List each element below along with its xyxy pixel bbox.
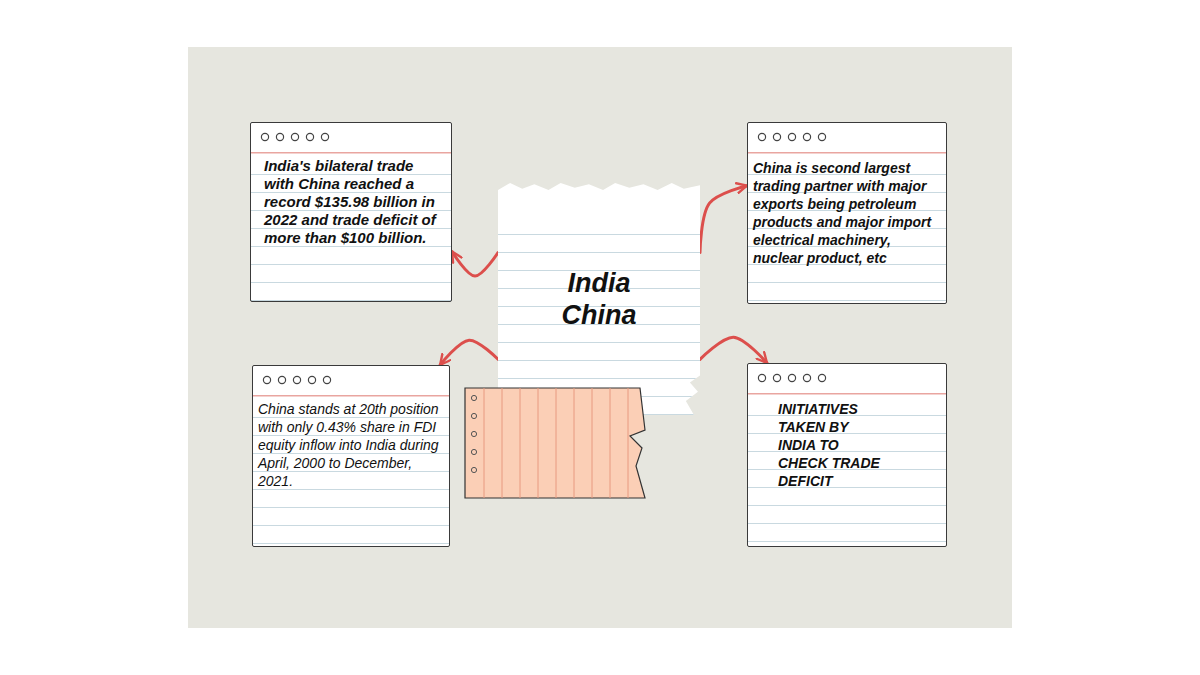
binder-hole xyxy=(293,376,300,383)
binder-hole xyxy=(323,376,330,383)
note-text: China is second largest trading partner … xyxy=(753,159,940,267)
sticky-stripe xyxy=(610,388,611,498)
binder-hole xyxy=(788,133,795,140)
sticky-stripe xyxy=(520,388,521,498)
binder-hole xyxy=(308,376,315,383)
binder-hole xyxy=(278,376,285,383)
binder-hole xyxy=(291,133,298,140)
binder-holes xyxy=(748,364,868,388)
sticky-hole xyxy=(471,431,476,436)
note-text: INITIATIVES TAKEN BY INDIA TO CHECK TRAD… xyxy=(778,400,888,490)
binder-hole xyxy=(818,374,825,381)
sticky-stripe xyxy=(628,388,629,498)
note-text: India's bilateral trade with China reach… xyxy=(264,157,443,247)
binder-hole xyxy=(773,374,780,381)
central-title: India China xyxy=(549,267,649,331)
curved-arrow xyxy=(700,337,767,363)
sticky-stripe xyxy=(556,388,557,498)
sticky-stripe xyxy=(502,388,503,498)
sticky-hole xyxy=(471,467,476,472)
binder-hole xyxy=(758,374,765,381)
note-card: India's bilateral trade with China reach… xyxy=(250,122,452,302)
binder-hole xyxy=(758,133,765,140)
binder-hole xyxy=(263,376,270,383)
sticky-note-shape xyxy=(465,388,645,498)
binder-hole xyxy=(321,133,328,140)
sticky-stripe xyxy=(574,388,575,498)
binder-hole xyxy=(788,374,795,381)
sticky-note-lines xyxy=(471,388,628,498)
curved-arrow xyxy=(452,252,498,277)
sticky-stripe xyxy=(592,388,593,498)
sticky-hole xyxy=(471,395,476,400)
sticky-note xyxy=(465,388,645,498)
curved-arrow xyxy=(700,186,747,253)
binder-holes xyxy=(253,366,373,390)
binder-hole xyxy=(803,133,810,140)
curved-arrow xyxy=(440,340,498,365)
sticky-hole xyxy=(471,449,476,454)
note-text: China stands at 20th position with only … xyxy=(258,400,443,490)
binder-hole xyxy=(276,133,283,140)
binder-hole xyxy=(306,133,313,140)
binder-holes xyxy=(251,123,371,147)
binder-hole xyxy=(818,133,825,140)
note-card: China is second largest trading partner … xyxy=(747,122,947,304)
binder-holes xyxy=(748,123,868,147)
binder-hole xyxy=(261,133,268,140)
central-note: India China xyxy=(498,183,700,415)
sticky-hole xyxy=(471,413,476,418)
binder-hole xyxy=(773,133,780,140)
sticky-stripe xyxy=(538,388,539,498)
sticky-stripe xyxy=(484,388,485,498)
note-card: China stands at 20th position with only … xyxy=(252,365,450,547)
note-card: INITIATIVES TAKEN BY INDIA TO CHECK TRAD… xyxy=(747,363,947,547)
binder-hole xyxy=(803,374,810,381)
